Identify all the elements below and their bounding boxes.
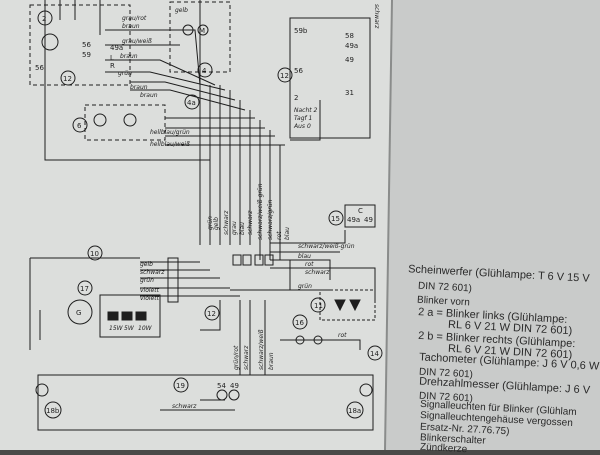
switch-mode: Tagf 1 [294, 115, 312, 122]
harness-label: schwarz [140, 269, 165, 276]
harness-label: violett [140, 287, 160, 294]
wire-label: schwarz [305, 269, 330, 276]
switch-terminal: 56 [294, 67, 303, 75]
generator-label: G [76, 309, 81, 317]
callout-number: 18b [46, 407, 60, 415]
callout-number: 18a [348, 407, 361, 415]
bulb-rating: 15W [109, 325, 124, 332]
terminal-label: 49 [230, 382, 239, 390]
bottom-wire-label: grün/rot [233, 345, 240, 370]
book-gutter [384, 0, 393, 450]
switch-terminal: 49a [345, 42, 358, 50]
wire-label: grau/rot [122, 15, 147, 22]
terminal-label: 49a [110, 44, 123, 52]
harness-label: gelb [140, 261, 153, 268]
vert-wire-label: schwarz/weiß-grün [257, 183, 264, 240]
switch-mode: Nacht 2 [294, 107, 318, 114]
callout-number: 19 [176, 382, 185, 390]
vert-wire-label: gelb [213, 217, 220, 230]
vert-wire-label: schwarz [247, 210, 254, 235]
bottom-tag: schwarz [172, 403, 197, 410]
callout-number: 4a [187, 99, 196, 107]
wire-label: rot [338, 332, 347, 339]
vert-wire-label: blau [284, 227, 291, 240]
bulb-rating: 5W [124, 325, 135, 332]
callout-number: 15 [331, 215, 340, 223]
callout-number: 11 [314, 302, 323, 310]
switch-terminal: 49 [345, 56, 354, 64]
connector-label: C [358, 207, 363, 215]
switch-terminal: 58 [345, 32, 354, 40]
callout-number: 12 [63, 75, 72, 83]
harness-label: violett [140, 295, 160, 302]
vert-wire-label: grün [207, 216, 214, 230]
callout-number: 6 [77, 122, 82, 130]
callout-number: 10 [90, 250, 99, 258]
terminal-label: 56 [82, 41, 91, 49]
wire-label: hellblau/weiß [150, 141, 190, 148]
left-page [0, 0, 392, 450]
vert-wire-label: grau [231, 221, 238, 235]
switch-terminal: 59b [294, 27, 308, 35]
callout-number: 12 [280, 72, 289, 80]
vert-wire-label: rot [276, 231, 283, 240]
bottom-wire-label: schwarz/weiß [258, 329, 265, 370]
wire-label: gelb [175, 7, 188, 14]
wire-label: grün [298, 283, 312, 290]
callout-circles [37, 10, 383, 419]
rear-light-box [37, 374, 374, 431]
callout-number: 17 [80, 285, 89, 293]
vert-wire-label: schwarz/grün [267, 199, 274, 240]
right-page [385, 0, 600, 450]
harness-label: grün [140, 277, 154, 284]
header-tag: schwarz [373, 4, 380, 29]
callout-number: 14 [370, 350, 379, 358]
vert-wire-label: schwarz [223, 210, 230, 235]
terminal-label: 54 [217, 382, 226, 390]
wire-label: grau/weiß [122, 38, 152, 45]
bottom-wire-label: schwarz [243, 345, 250, 370]
callout-number: 4 [202, 67, 207, 75]
wire-label: rot [305, 261, 314, 268]
wiring-diagram [29, 0, 376, 431]
wire-label: blau [298, 253, 311, 260]
wire-label: braun [120, 53, 138, 60]
terminal-label: L [110, 54, 114, 62]
callout-number: 12 [207, 310, 216, 318]
wire-label: braun [140, 92, 158, 99]
legend-line: Zündkerze [419, 441, 468, 455]
callout-number: 2 [42, 15, 46, 23]
bottom-wire-label: braun [268, 352, 275, 370]
indicator-box [84, 104, 166, 141]
switch-terminal: 2 [294, 94, 298, 102]
wire-label: braun [130, 84, 148, 91]
wire-label: braun [122, 23, 140, 30]
main-switch-box [289, 17, 371, 139]
connector-label: 49a [347, 216, 360, 224]
vert-wire-label: blau [239, 222, 246, 235]
connector-label: 49 [364, 216, 373, 224]
switch-terminal: 31 [345, 89, 354, 97]
callout-number: 16 [295, 319, 304, 327]
bulb-rating: 10W [138, 325, 153, 332]
wire-label: grün [118, 70, 132, 77]
terminal-label: R [110, 62, 115, 70]
wire-label: schwarz/weiß-grün [298, 243, 355, 250]
switch-mode: Aus 0 [293, 123, 311, 130]
terminal-label: 59 [82, 51, 91, 59]
motor-label: M [199, 27, 205, 35]
generator-box [99, 294, 161, 338]
wire-label: hellblau/grün [150, 129, 190, 136]
terminal-label: 56 [35, 64, 44, 72]
